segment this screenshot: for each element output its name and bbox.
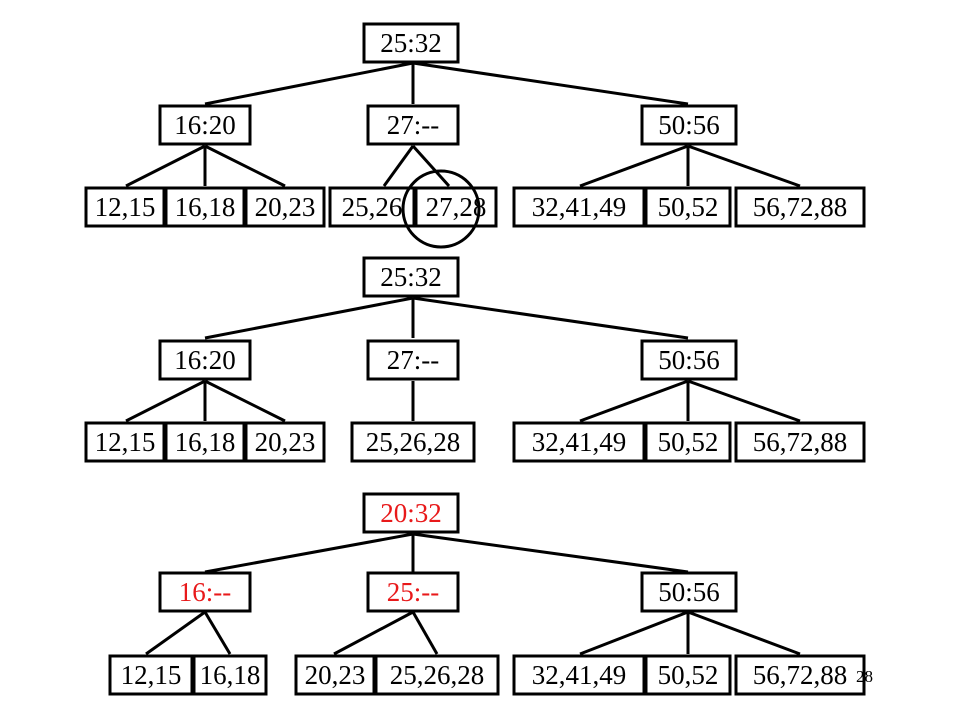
leaf-node: 56,72,88 bbox=[734, 421, 866, 463]
leaf-node: 25,26,28 bbox=[350, 421, 476, 463]
tree-rebalanced: 20:32 16:-- 25:-- 50:56 12,15 16,18 20,2… bbox=[108, 492, 866, 696]
edge bbox=[579, 379, 689, 423]
leaf-label: 20,23 bbox=[255, 192, 316, 222]
tree3-edges bbox=[145, 532, 801, 656]
leaf-label: 56,72,88 bbox=[753, 192, 848, 222]
leaf-node: 16,18 bbox=[192, 654, 268, 696]
leaf-label: 12,15 bbox=[121, 660, 182, 690]
root-node: 25:32 bbox=[362, 22, 460, 64]
leaf-label: 12,15 bbox=[95, 427, 156, 457]
leaf-label: 20,23 bbox=[305, 660, 366, 690]
leaf-label: 25,26,28 bbox=[366, 427, 461, 457]
edge bbox=[204, 144, 286, 188]
leaf-node: 20,23 bbox=[244, 421, 326, 463]
internal-node: 16:20 bbox=[158, 104, 252, 146]
leaf-label: 50,52 bbox=[658, 427, 719, 457]
leaf-label: 20,23 bbox=[255, 427, 316, 457]
node-label: 27:-- bbox=[387, 110, 439, 140]
leaf-label: 25,26,28 bbox=[390, 660, 485, 690]
leaf-label: 12,15 bbox=[95, 192, 156, 222]
node-label: 16:-- bbox=[179, 577, 231, 607]
leaf-node: 25,26 bbox=[328, 186, 416, 228]
internal-node: 27:-- bbox=[366, 104, 460, 146]
leaf-label: 32,41,49 bbox=[532, 660, 627, 690]
edge bbox=[125, 379, 206, 423]
leaf-node: 12,15 bbox=[84, 421, 166, 463]
node-label: 27:-- bbox=[387, 345, 439, 375]
edge bbox=[145, 610, 206, 656]
node-label: 50:56 bbox=[658, 110, 720, 140]
leaf-node: 50,52 bbox=[644, 421, 732, 463]
leaf-node: 12,15 bbox=[84, 186, 166, 228]
leaf-node: 27,28 bbox=[414, 186, 498, 228]
root-node: 20:32 bbox=[362, 492, 460, 534]
edge bbox=[382, 145, 415, 187]
node-label: 50:56 bbox=[658, 577, 720, 607]
node-label: 25:32 bbox=[380, 28, 442, 58]
leaf-node: 20,23 bbox=[294, 654, 376, 696]
node-label: 50:56 bbox=[658, 345, 720, 375]
edge bbox=[204, 379, 286, 423]
leaf-label: 25,26 bbox=[342, 192, 403, 222]
leaf-node: 50,52 bbox=[644, 186, 732, 228]
internal-node: 16:-- bbox=[158, 571, 252, 613]
internal-node: 50:56 bbox=[640, 571, 738, 613]
node-label: 25:-- bbox=[387, 577, 439, 607]
edge bbox=[412, 61, 689, 106]
edge bbox=[687, 379, 801, 423]
internal-node: 50:56 bbox=[640, 104, 738, 146]
edge bbox=[687, 144, 801, 188]
leaf-label: 16,18 bbox=[200, 660, 261, 690]
internal-node: 16:20 bbox=[158, 339, 252, 381]
internal-node: 25:-- bbox=[366, 571, 460, 613]
node-label: 25:32 bbox=[380, 262, 442, 292]
edge bbox=[579, 610, 689, 656]
edge bbox=[412, 296, 689, 340]
node-label: 16:20 bbox=[174, 110, 236, 140]
tree-merged-leaf: 25:32 16:20 27:-- 50:56 12,15 16,18 20,2… bbox=[84, 256, 866, 463]
leaf-node: 56,72,88 bbox=[734, 654, 866, 696]
edge bbox=[333, 610, 414, 656]
tree-before-insert: 25:32 16:20 27:-- 50:56 12,15 16,18 20,2… bbox=[84, 22, 866, 249]
leaf-node: 56,72,88 bbox=[734, 186, 866, 228]
slide-number: 28 bbox=[856, 667, 873, 686]
tree1-edges bbox=[125, 61, 801, 188]
leaf-label: 50,52 bbox=[658, 192, 719, 222]
root-node: 25:32 bbox=[362, 256, 460, 298]
edge bbox=[411, 611, 439, 655]
leaf-node: 32,41,49 bbox=[512, 654, 646, 696]
tree2-edges bbox=[125, 296, 801, 423]
insertion-marker-circle bbox=[401, 169, 481, 249]
leaf-label: 16,18 bbox=[175, 427, 236, 457]
leaf-label: 16,18 bbox=[175, 192, 236, 222]
leaf-label: 32,41,49 bbox=[532, 427, 627, 457]
node-label: 16:20 bbox=[174, 345, 236, 375]
leaf-node: 25,26,28 bbox=[374, 654, 500, 696]
edge bbox=[579, 144, 689, 188]
leaf-label: 32,41,49 bbox=[532, 192, 627, 222]
leaf-label: 56,72,88 bbox=[753, 427, 848, 457]
leaf-node: 32,41,49 bbox=[512, 186, 646, 228]
leaf-node: 16,18 bbox=[164, 421, 246, 463]
edge bbox=[203, 611, 232, 655]
edge bbox=[411, 144, 451, 188]
edge bbox=[204, 61, 414, 106]
node-label: 20:32 bbox=[380, 498, 442, 528]
edge bbox=[412, 532, 689, 574]
leaf-node: 32,41,49 bbox=[512, 421, 646, 463]
edge bbox=[687, 610, 801, 656]
leaf-node: 16,18 bbox=[164, 186, 246, 228]
edge bbox=[204, 296, 414, 340]
leaf-label: 56,72,88 bbox=[753, 660, 848, 690]
leaf-node: 50,52 bbox=[644, 654, 732, 696]
leaf-node: 20,23 bbox=[244, 186, 326, 228]
leaf-node: 12,15 bbox=[108, 654, 194, 696]
edge bbox=[125, 144, 206, 188]
edge bbox=[204, 532, 414, 574]
internal-node: 27:-- bbox=[366, 339, 460, 381]
internal-node: 50:56 bbox=[640, 339, 738, 381]
leaf-label: 50,52 bbox=[658, 660, 719, 690]
